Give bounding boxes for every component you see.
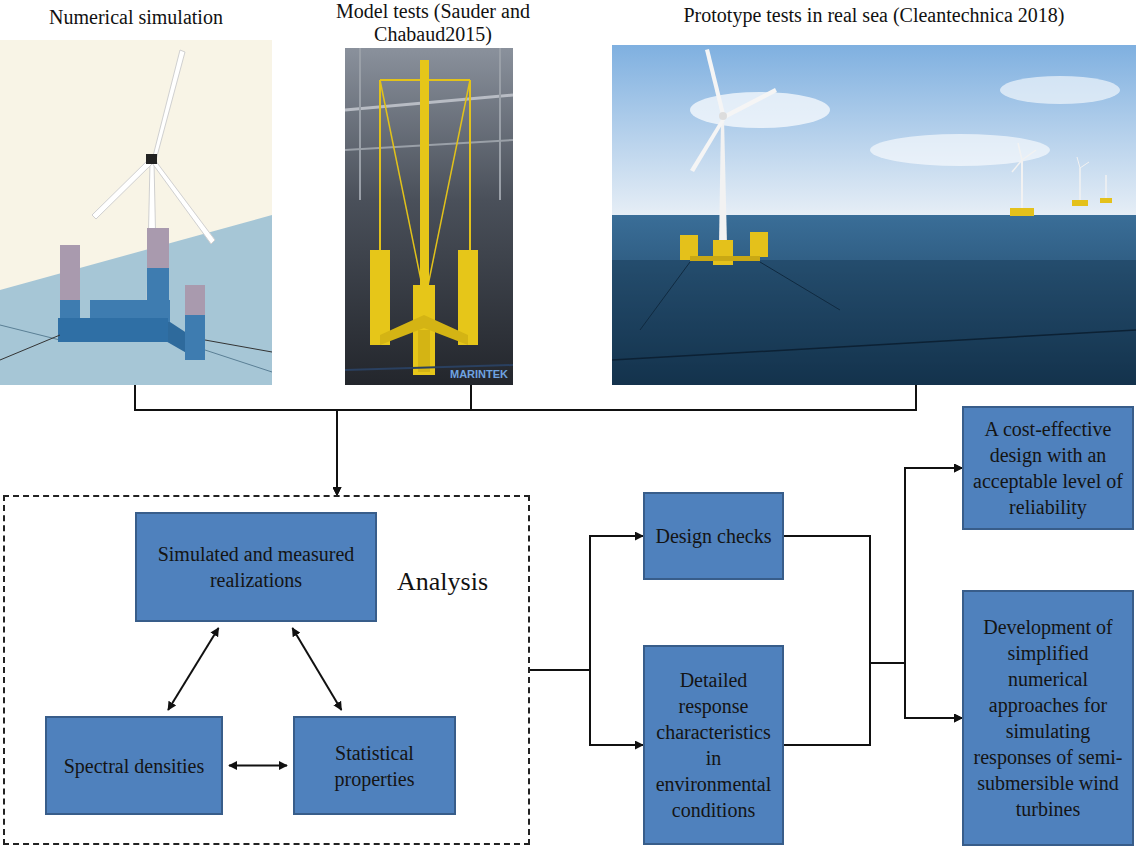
connector bbox=[337, 385, 916, 495]
caption-text: Numerical simulation bbox=[0, 6, 272, 29]
process-box: Simulated and measured realizations bbox=[135, 512, 377, 622]
box-text: A cost-effective design with an acceptab… bbox=[970, 416, 1126, 520]
connector bbox=[530, 670, 643, 745]
process-box: A cost-effective design with an acceptab… bbox=[962, 406, 1134, 530]
image-panel: Model tests (Sauder and Chabaud2015) bbox=[318, 0, 548, 385]
caption-text: Prototype tests in real sea (Cleantechni… bbox=[612, 4, 1136, 27]
image-panel: Numerical simulation bbox=[0, 0, 272, 385]
watermark: MARINTEK bbox=[450, 368, 508, 380]
process-box: Spectral densities bbox=[45, 716, 223, 815]
analysis-group: Analysis Simulated and measured realizati… bbox=[3, 495, 530, 845]
connector bbox=[530, 536, 643, 670]
connector bbox=[784, 663, 962, 745]
connector bbox=[337, 385, 471, 495]
group-label: Analysis bbox=[397, 567, 488, 597]
connector bbox=[168, 628, 218, 710]
caption-text: Model tests (Sauder and Chabaud2015) bbox=[318, 0, 548, 46]
process-box: Detailed response characteristics in env… bbox=[643, 645, 784, 845]
connector bbox=[784, 536, 962, 718]
connector bbox=[784, 468, 962, 663]
connector bbox=[292, 628, 341, 710]
connector bbox=[135, 385, 337, 495]
connector bbox=[229, 765, 287, 767]
box-text: Development of simplified numerical appr… bbox=[970, 614, 1126, 822]
model-test-photo bbox=[345, 48, 513, 385]
process-box: Statistical properties bbox=[293, 716, 456, 815]
box-text: Design checks bbox=[651, 523, 776, 549]
simulation-picture bbox=[0, 40, 272, 385]
connector bbox=[784, 468, 962, 745]
process-box: Development of simplified numerical appr… bbox=[962, 590, 1134, 846]
box-text: Simulated and measured realizations bbox=[143, 541, 369, 593]
process-box: Design checks bbox=[643, 492, 784, 580]
image-panel: Prototype tests in real sea (Cleantechni… bbox=[612, 0, 1136, 385]
box-text: Statistical properties bbox=[301, 740, 448, 792]
box-text: Detailed response characteristics in env… bbox=[651, 667, 776, 823]
box-text: Spectral densities bbox=[53, 753, 215, 779]
prototype-photo bbox=[612, 45, 1136, 385]
